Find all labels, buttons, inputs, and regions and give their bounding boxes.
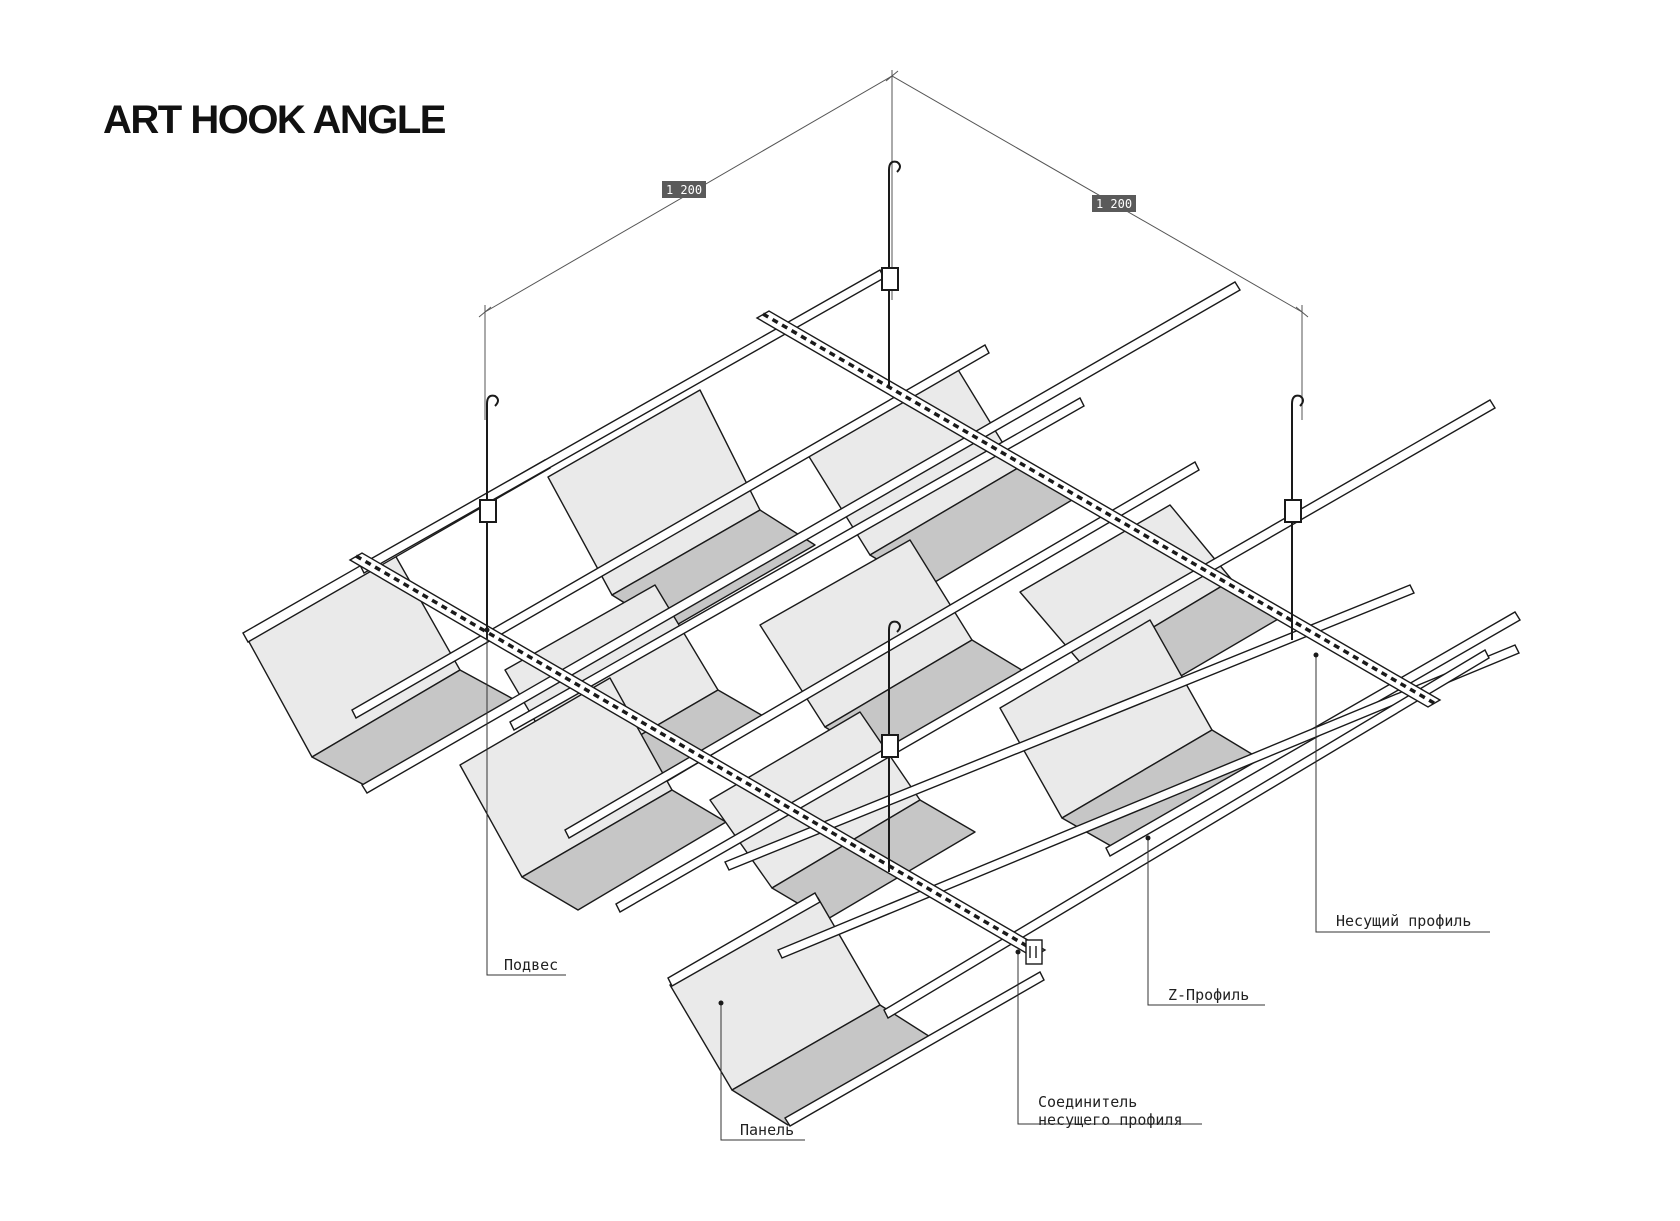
panels [247, 367, 1286, 1126]
dimension-lines [478, 70, 1309, 420]
callout-panel: Панель [740, 1121, 794, 1139]
bearing-profiles [348, 310, 1442, 958]
z-profile [351, 344, 990, 719]
callout-connector-line2: несущего профиля [1038, 1111, 1183, 1129]
dimension-label-left: 1 200 [662, 181, 706, 198]
z-profile [883, 649, 1490, 1019]
callout-dots [484, 627, 1319, 1006]
dimension-label-right: 1 200 [1092, 195, 1136, 212]
callout-z-profile: Z-Профиль [1168, 986, 1249, 1004]
z-profiles [351, 269, 1520, 1019]
z-profile [724, 584, 1415, 871]
hangers [479, 160, 1304, 872]
page-title: ART HOOK ANGLE [103, 98, 446, 142]
callout-bearing-profile: Несущий профиль [1336, 912, 1471, 930]
callout-connector-line1: Соединитель [1038, 1093, 1137, 1111]
panel-rims [242, 281, 1521, 1127]
z-profile [777, 644, 1520, 959]
dimension-label-left-text: 1 200 [666, 183, 702, 197]
bearing-profile-connector [1025, 939, 1043, 965]
z-profile [509, 397, 1085, 731]
z-profile [564, 461, 1200, 839]
callout-hanger: Подвес [504, 956, 558, 974]
dimension-label-right-text: 1 200 [1096, 197, 1132, 211]
callout-leaders [486, 630, 1490, 1141]
